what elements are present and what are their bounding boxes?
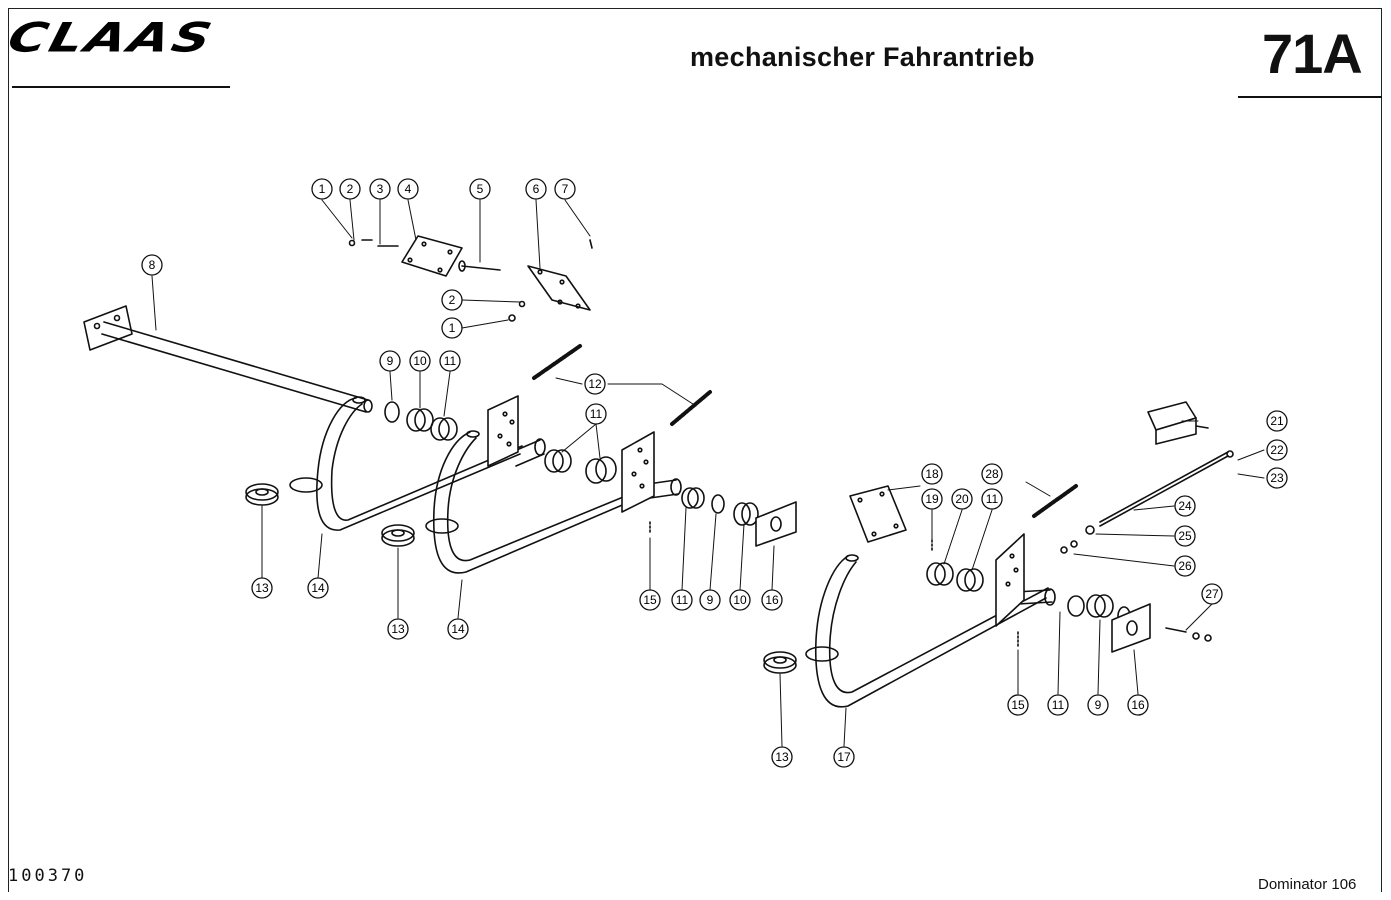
- callout: 20: [951, 488, 973, 510]
- callout: 19: [921, 488, 943, 510]
- callout: 18: [921, 463, 943, 485]
- svg-text:17: 17: [837, 750, 851, 764]
- svg-text:5: 5: [477, 182, 484, 196]
- callout: 8: [141, 254, 163, 276]
- callout: 11: [671, 589, 693, 611]
- svg-text:21: 21: [1270, 414, 1284, 428]
- svg-text:11: 11: [444, 354, 457, 368]
- callout: 11: [981, 488, 1003, 510]
- callout: 2: [441, 289, 463, 311]
- svg-text:10: 10: [733, 593, 747, 607]
- callout: 13: [771, 746, 793, 768]
- svg-text:9: 9: [1095, 698, 1102, 712]
- page-number-underline: [1238, 96, 1382, 98]
- callout: 15: [639, 589, 661, 611]
- svg-text:2: 2: [449, 293, 456, 307]
- callout: 3: [369, 178, 391, 200]
- callout: 22: [1266, 439, 1288, 461]
- callout: 17: [833, 746, 855, 768]
- callout: 16: [1127, 694, 1149, 716]
- svg-text:8: 8: [149, 258, 156, 272]
- part-callouts: 1 2 3 4 5 6 7 8 2 1 9 10 11 12 11 13 14 …: [141, 178, 1288, 768]
- svg-text:14: 14: [311, 581, 325, 595]
- callout: 9: [379, 350, 401, 372]
- callout: 21: [1266, 410, 1288, 432]
- callout: 15: [1007, 694, 1029, 716]
- small-parts: [245, 235, 1234, 674]
- page-frame: [8, 8, 1382, 892]
- part-shaft-8: [83, 305, 373, 413]
- svg-text:13: 13: [775, 750, 789, 764]
- svg-text:18: 18: [925, 467, 939, 481]
- svg-text:9: 9: [707, 593, 714, 607]
- callout: 13: [251, 577, 273, 599]
- svg-text:1: 1: [449, 321, 456, 335]
- callout: 2: [339, 178, 361, 200]
- svg-text:20: 20: [955, 492, 969, 506]
- svg-text:14: 14: [451, 622, 465, 636]
- part-pedal-14-left: [289, 396, 523, 531]
- model-name: Dominator 106: [1258, 876, 1357, 893]
- svg-text:9: 9: [387, 354, 394, 368]
- drawing-code: 100370: [8, 866, 88, 886]
- callout: 4: [397, 178, 419, 200]
- callout: 11: [585, 403, 607, 425]
- svg-text:7: 7: [562, 182, 569, 196]
- svg-text:2: 2: [347, 182, 354, 196]
- svg-text:22: 22: [1270, 443, 1284, 457]
- svg-text:11: 11: [676, 593, 689, 607]
- callout: 12: [584, 373, 606, 395]
- svg-text:12: 12: [588, 377, 602, 391]
- brand-underline: [12, 86, 230, 88]
- svg-text:13: 13: [255, 581, 269, 595]
- callout: 16: [761, 589, 783, 611]
- callout: 24: [1174, 495, 1196, 517]
- callout: 23: [1266, 467, 1288, 489]
- callout: 27: [1201, 583, 1223, 605]
- callout: 28: [981, 463, 1003, 485]
- callout: 9: [699, 589, 721, 611]
- svg-text:15: 15: [643, 593, 657, 607]
- callout: 6: [525, 178, 547, 200]
- callout: 25: [1174, 525, 1196, 547]
- callout: 5: [469, 178, 491, 200]
- callout: 11: [439, 350, 461, 372]
- svg-text:15: 15: [1011, 698, 1025, 712]
- callout: 1: [441, 317, 463, 339]
- callout: 26: [1174, 555, 1196, 577]
- callout: 10: [729, 589, 751, 611]
- callout: 1: [311, 178, 333, 200]
- svg-text:13: 13: [391, 622, 405, 636]
- page-number: 71A: [1262, 22, 1363, 85]
- callout: 14: [307, 577, 329, 599]
- svg-text:11: 11: [1052, 698, 1065, 712]
- callout: 10: [409, 350, 431, 372]
- svg-text:4: 4: [405, 182, 412, 196]
- page-title: mechanischer Fahrantrieb: [690, 42, 1035, 72]
- callout: 14: [447, 618, 469, 640]
- part-pedal-17: [805, 533, 1056, 708]
- svg-text:11: 11: [986, 492, 999, 506]
- svg-text:26: 26: [1178, 559, 1192, 573]
- svg-text:23: 23: [1270, 471, 1284, 485]
- svg-text:16: 16: [1131, 698, 1145, 712]
- svg-text:6: 6: [533, 182, 540, 196]
- svg-text:16: 16: [765, 593, 779, 607]
- callout: 9: [1087, 694, 1109, 716]
- part-pedal-14-middle: [425, 395, 682, 574]
- svg-text:11: 11: [590, 407, 603, 421]
- svg-text:1: 1: [319, 182, 326, 196]
- svg-text:3: 3: [377, 182, 384, 196]
- svg-text:10: 10: [413, 354, 427, 368]
- callout: 11: [1047, 694, 1069, 716]
- svg-text:28: 28: [985, 467, 999, 481]
- callout: 7: [554, 178, 576, 200]
- svg-text:19: 19: [925, 492, 939, 506]
- svg-text:27: 27: [1205, 587, 1219, 601]
- svg-text:24: 24: [1178, 499, 1192, 513]
- svg-text:25: 25: [1178, 529, 1192, 543]
- callout: 13: [387, 618, 409, 640]
- leader-lines: [151, 199, 1265, 747]
